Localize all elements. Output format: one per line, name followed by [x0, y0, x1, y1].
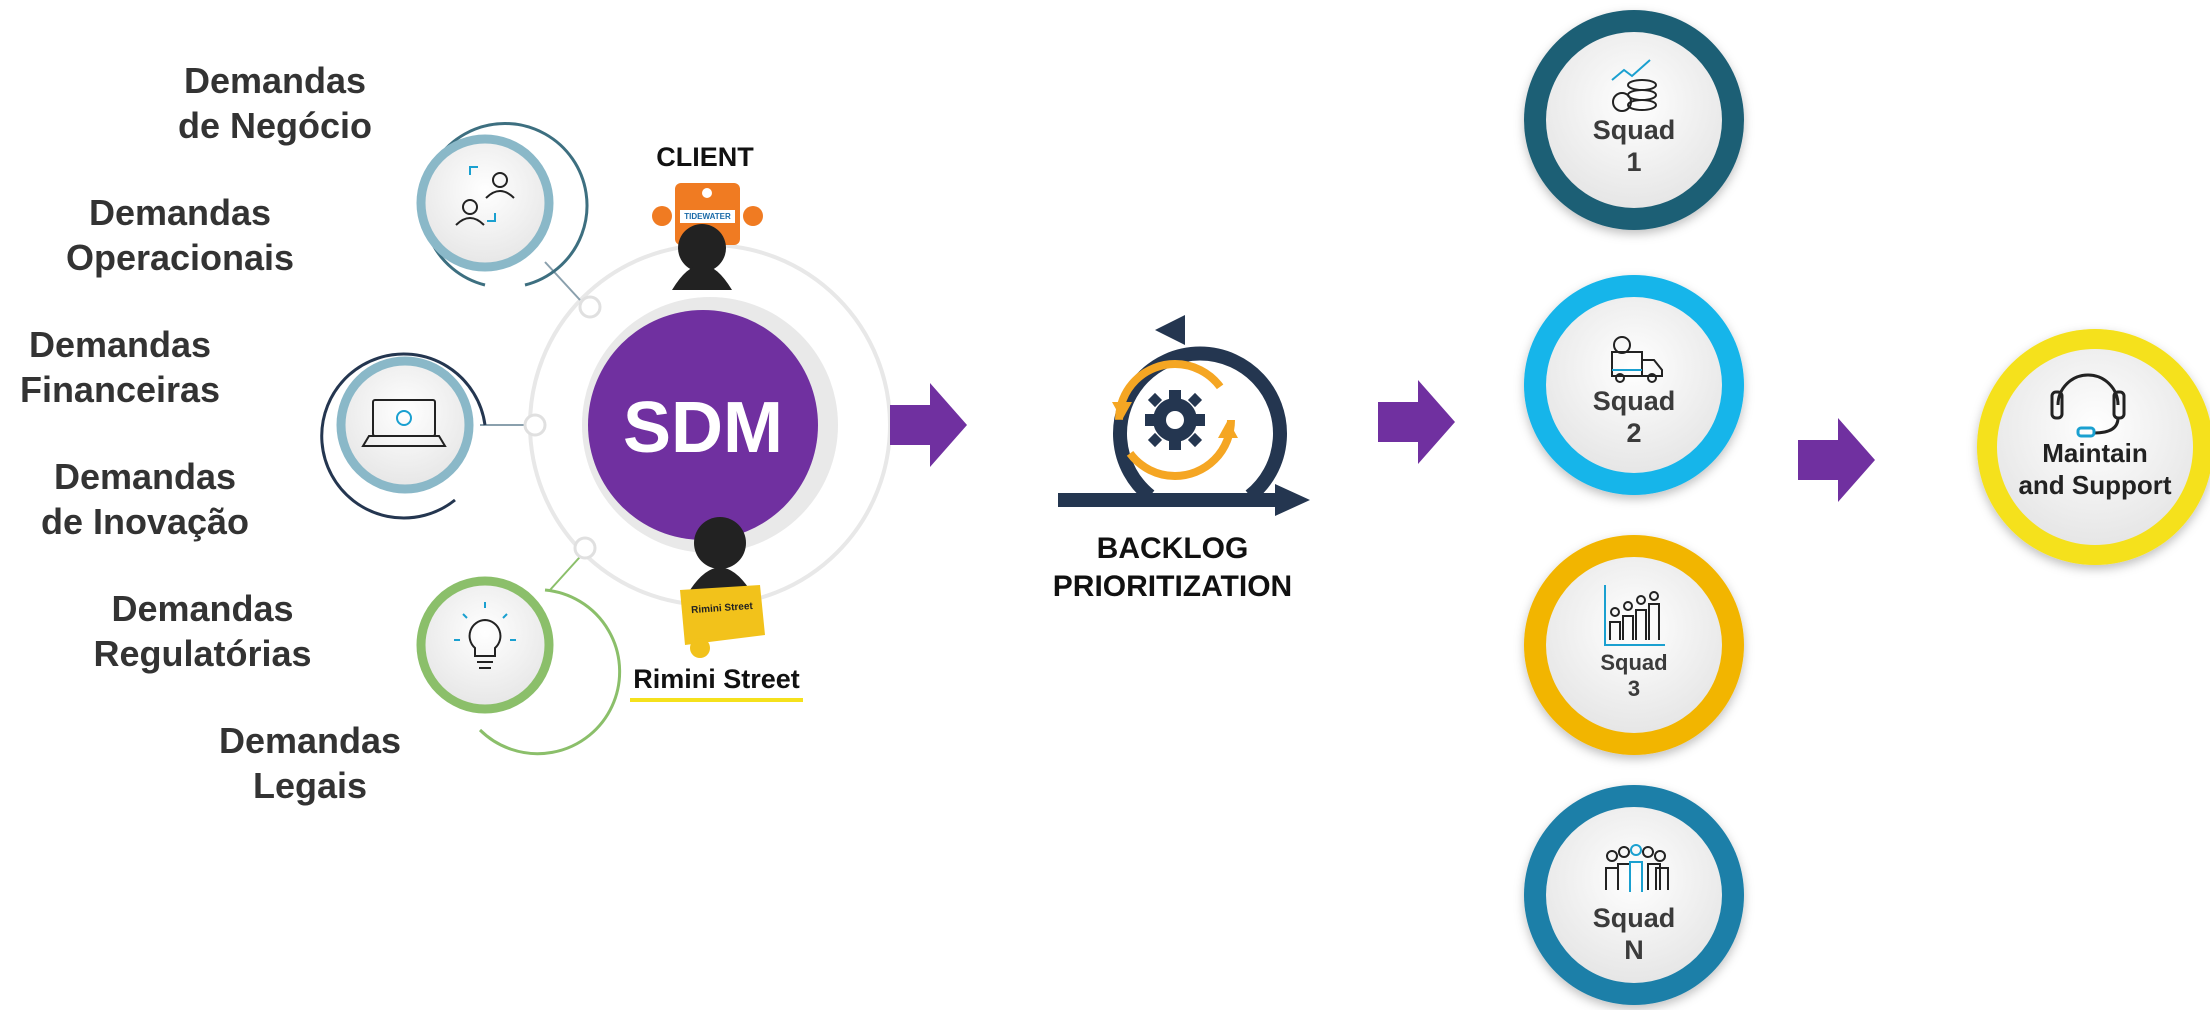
demand-circle-innovation: [416, 576, 622, 756]
demand-label-line1: Demandas: [88, 192, 272, 233]
squad-name: Squad: [1592, 115, 1676, 145]
demand-label-line2: Regulatórias: [93, 633, 312, 674]
laptop-gear-icon: [361, 399, 447, 447]
connector-node-bottom: [573, 536, 597, 560]
demand-label-line1: Demandas: [183, 60, 367, 101]
meeting-people-icon: [455, 166, 515, 226]
client-badge-bg: [680, 210, 735, 223]
demand-label-line2: Financeiras: [19, 369, 221, 410]
squad-circle-1: [1524, 10, 1744, 230]
lightbulb-icon: [454, 602, 516, 669]
gear-icon: [1145, 390, 1205, 450]
squad-label-n: Squad N: [1574, 902, 1694, 966]
headset-icon: [2050, 373, 2126, 438]
squad-number: 2: [1626, 418, 1642, 448]
demand-label-line1: Demandas: [53, 456, 237, 497]
squad-name: Squad: [1592, 386, 1676, 416]
support-label-line1: Maintain: [2042, 438, 2148, 468]
demand-label-line1: Demandas: [111, 588, 294, 629]
squad-number: N: [1624, 935, 1644, 965]
demand-label-line2: Legais: [252, 765, 368, 806]
demand-label-line2: Operacionais: [65, 237, 295, 278]
team-chart-icon: [1604, 585, 1665, 646]
squad-circle-n: [1524, 785, 1744, 1005]
demand-label-line1: Demandas: [28, 324, 212, 365]
connector-node-top: [578, 295, 602, 319]
team-group-icon: [1605, 844, 1669, 892]
arrow-2: [1378, 380, 1455, 464]
demand-label-regulatory: Demandas Regulatórias: [80, 586, 325, 676]
client-badge: TIDEWATER: [684, 212, 731, 221]
demand-label-legal: Demandas Legais: [195, 718, 425, 808]
squad-label-1: Squad 1: [1574, 114, 1694, 178]
backlog-label: BACKLOG PRIORITIZATION: [1030, 530, 1315, 606]
partner-figure: [680, 517, 765, 658]
sdm-circle: [588, 310, 818, 540]
backlog-label-line2: PRIORITIZATION: [1052, 570, 1293, 603]
demand-label-business: Demandas de Negócio: [160, 58, 390, 148]
squad-label-2: Squad 2: [1574, 385, 1694, 449]
support-label-line2: and Support: [2018, 470, 2172, 500]
finance-chart-icon: [1611, 59, 1657, 112]
squad-name: Squad: [1600, 650, 1668, 675]
support-circle: [1977, 329, 2210, 565]
demand-label-operational: Demandas Operacionais: [50, 190, 310, 280]
demand-label-line2: de Negócio: [177, 105, 373, 146]
arrow-1: [890, 383, 967, 467]
backlog-cycle-icon: [1058, 315, 1310, 516]
squad-label-3: Squad 3: [1574, 650, 1694, 702]
demand-label-line1: Demandas: [218, 720, 402, 761]
sdm-label: SDM: [623, 388, 783, 468]
delivery-truck-icon: [1611, 336, 1663, 383]
client-label: CLIENT: [656, 142, 754, 172]
squad-number: 1: [1626, 147, 1642, 177]
demand-label-innovation: Demandas de Inovação: [30, 454, 260, 544]
arrow-3: [1798, 418, 1875, 502]
squad-number: 3: [1627, 676, 1641, 701]
demand-circle-laptop: [320, 352, 487, 520]
support-label: Maintain and Support: [2005, 437, 2185, 501]
partner-label: Rimini Street: [633, 664, 800, 694]
squad-circle-2: [1524, 275, 1744, 495]
squad-name: Squad: [1592, 903, 1676, 933]
client-figure: [652, 183, 763, 290]
demand-label-line2: de Inovação: [40, 501, 250, 542]
demand-label-financial: Demandas Financeiras: [5, 322, 235, 412]
demand-circle-business: [416, 122, 589, 287]
connector-node-middle: [523, 413, 547, 437]
backlog-label-line1: BACKLOG: [1096, 532, 1249, 565]
